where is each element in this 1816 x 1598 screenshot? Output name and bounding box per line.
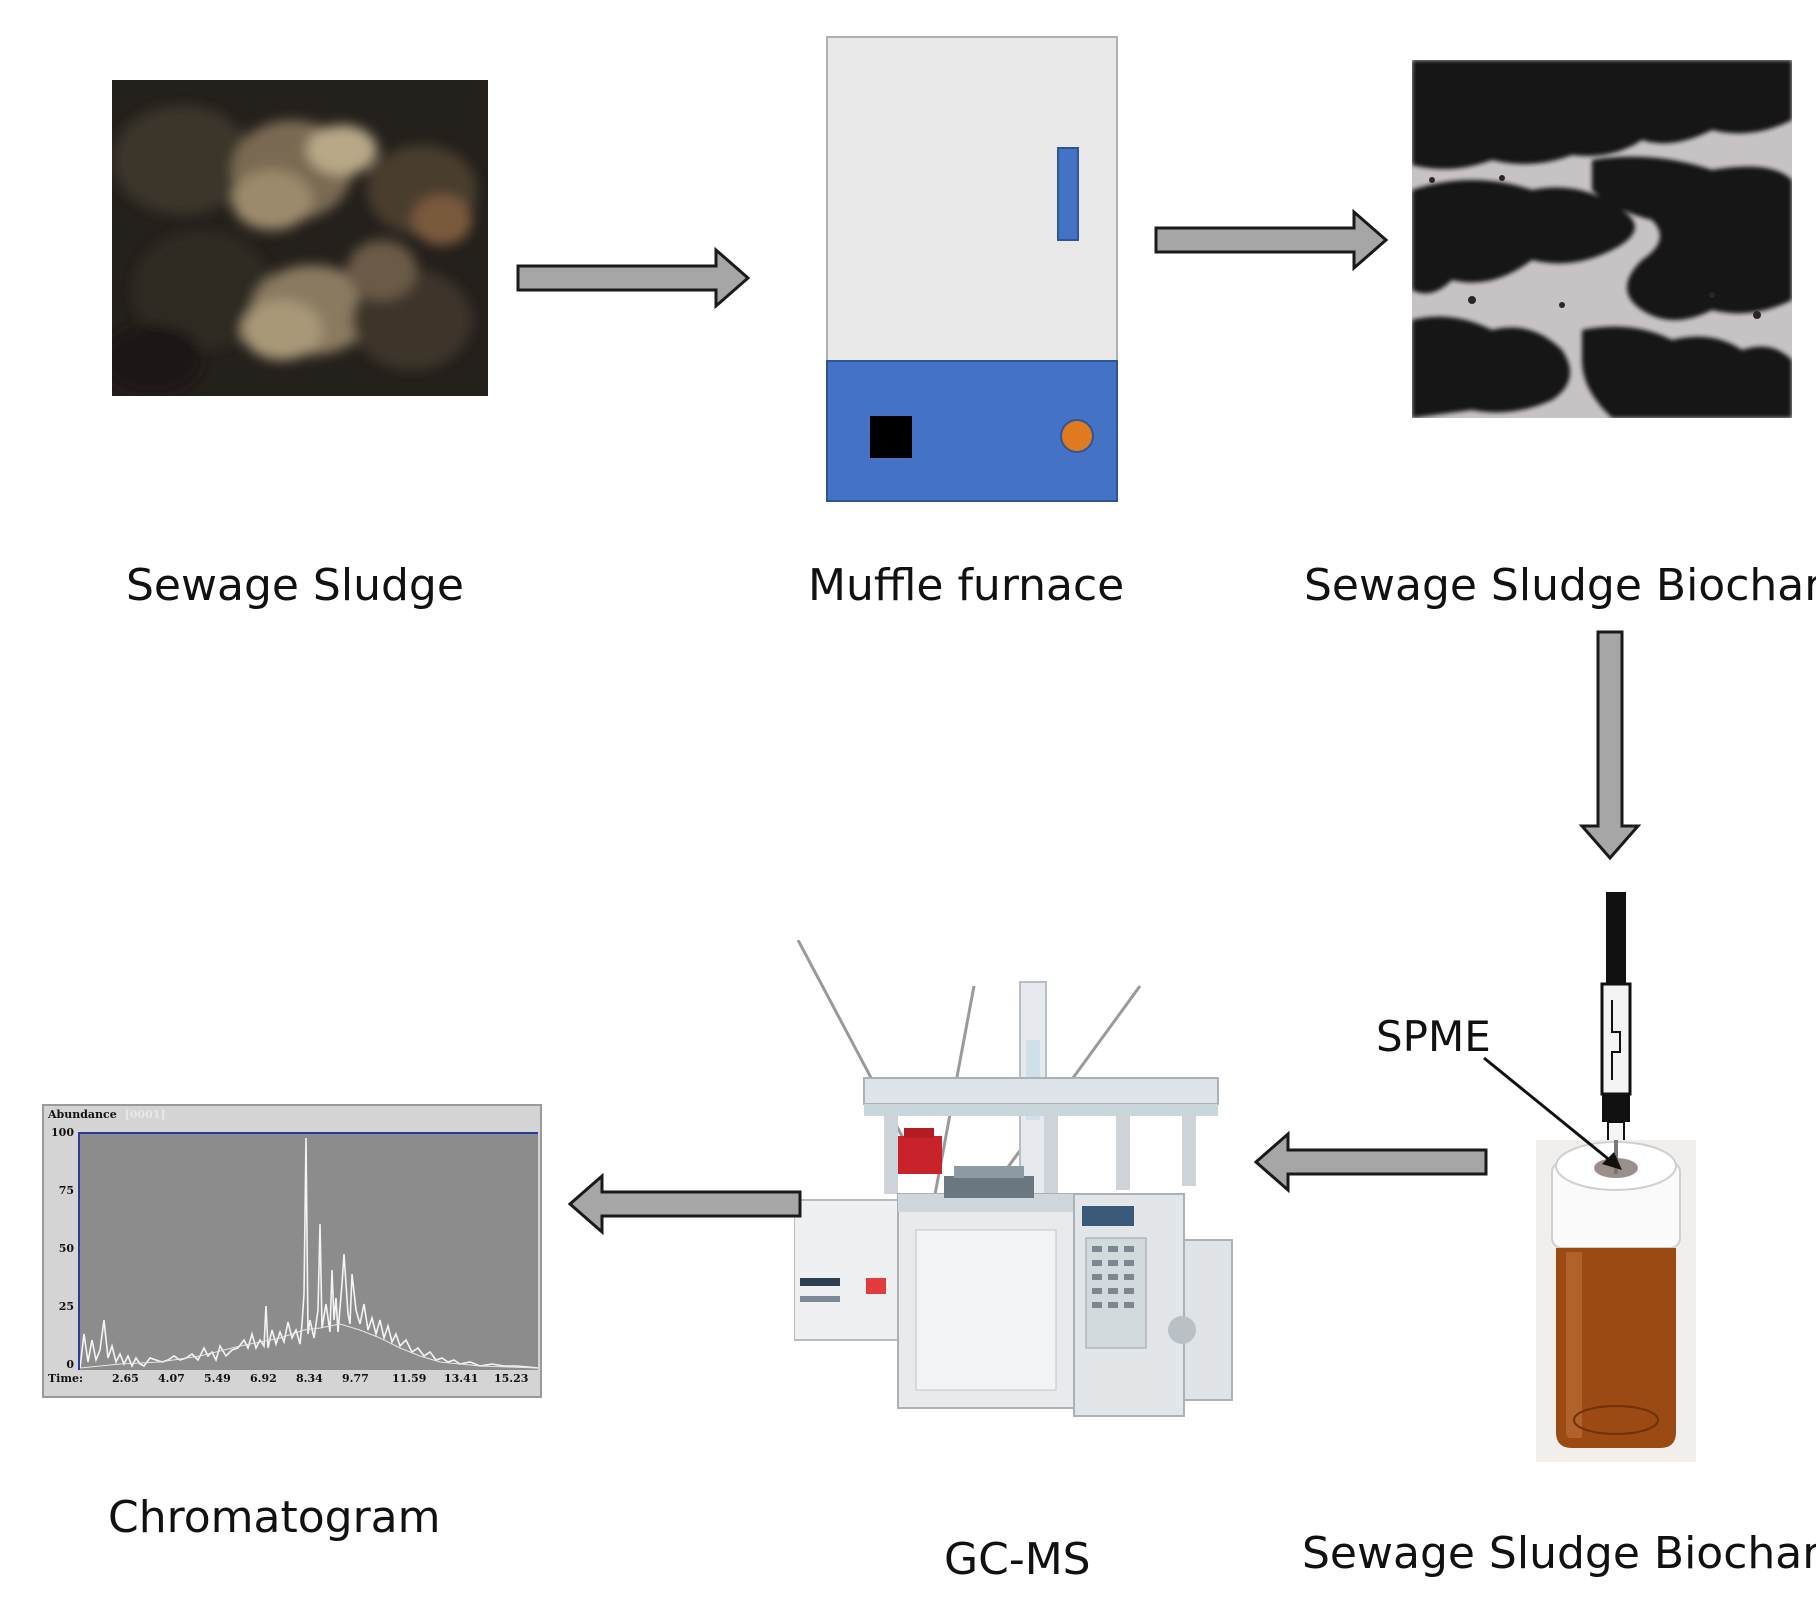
- biochar-label-bottom: Sewage Sludge Biochar: [1302, 1528, 1816, 1579]
- y-tick-0: 0: [66, 1358, 74, 1371]
- arrow-right-1: [516, 246, 752, 310]
- x-axis-time-label: Time:: [48, 1372, 84, 1385]
- x-tick-7: 11.59: [392, 1372, 427, 1385]
- gcms-label: GC-MS: [944, 1534, 1091, 1585]
- x-tick-1: 2.65: [112, 1372, 139, 1385]
- spme-vial-illustration: [1536, 892, 1696, 1462]
- muffle-furnace-label: Muffle furnace: [808, 560, 1125, 611]
- muffle-furnace-illustration: [826, 36, 1120, 504]
- y-tick-50: 50: [58, 1242, 74, 1255]
- x-tick-5: 8.34: [296, 1372, 323, 1385]
- y-tick-75: 75: [58, 1184, 74, 1197]
- chromatogram-panel: Abundance [0001] 100 75 50 25 0 Time: 2.…: [42, 1104, 542, 1398]
- arrow-right-2: [1154, 208, 1390, 272]
- x-tick-2: 4.07: [158, 1372, 185, 1385]
- sewage-sludge-label: Sewage Sludge: [126, 560, 464, 611]
- y-tick-100: 100: [51, 1126, 74, 1139]
- biochar-label-top: Sewage Sludge Biochar: [1304, 560, 1816, 611]
- y-tick-25: 25: [58, 1300, 74, 1313]
- chromatogram-x-axis: Time: 2.65 4.07 5.49 6.92 8.34 9.77 11.5…: [46, 1372, 536, 1390]
- x-tick-8: 13.41: [444, 1372, 479, 1385]
- chromatogram-y-ticks: 100 75 50 25 0: [44, 1126, 76, 1371]
- chromatogram-header: Abundance [0001]: [48, 1108, 166, 1121]
- x-tick-6: 9.77: [342, 1372, 369, 1385]
- x-tick-9: 15.23: [494, 1372, 529, 1385]
- gcms-instrument-image: [794, 940, 1234, 1430]
- sewage-sludge-image: [112, 80, 488, 396]
- spme-pointer-arrow: [1480, 1054, 1630, 1174]
- spme-label: SPME: [1376, 1012, 1491, 1061]
- x-tick-4: 6.92: [250, 1372, 277, 1385]
- x-tick-3: 5.49: [204, 1372, 231, 1385]
- biochar-image: [1412, 60, 1792, 418]
- chromatogram-abundance-label: Abundance: [48, 1108, 117, 1121]
- arrow-left-2: [566, 1172, 802, 1236]
- chromatogram-scan-label: [0001]: [124, 1108, 166, 1121]
- arrow-down: [1578, 630, 1642, 862]
- arrow-left-1: [1252, 1130, 1488, 1194]
- chromatogram-label: Chromatogram: [108, 1492, 441, 1543]
- chromatogram-plot-area: [78, 1132, 538, 1370]
